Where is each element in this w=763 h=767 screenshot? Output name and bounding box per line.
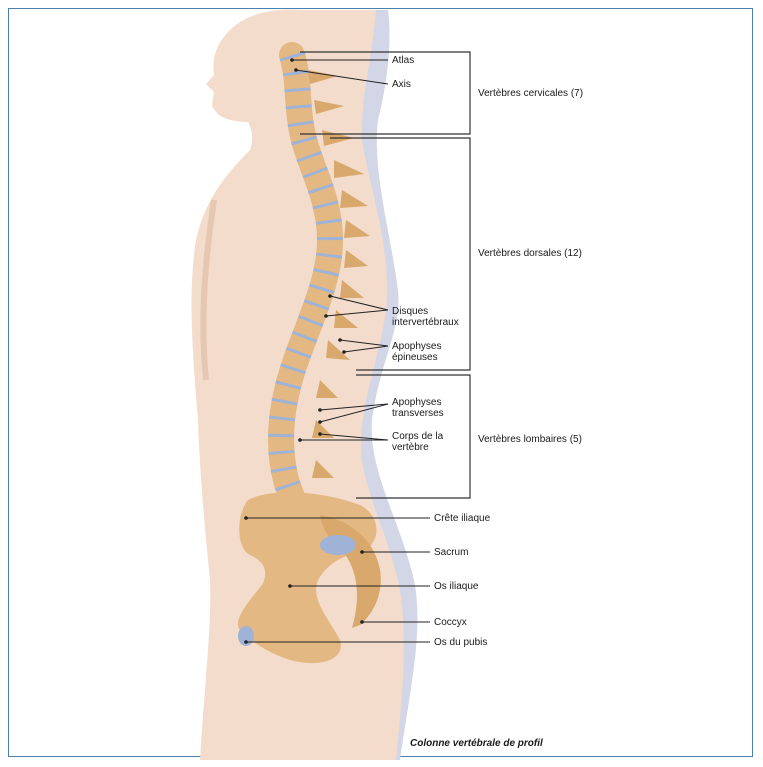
label-os-iliaque: Os iliaque — [434, 581, 479, 592]
bracket-lumbar — [356, 374, 471, 499]
label-crete-iliaque: Crête iliaque — [434, 513, 491, 524]
bracket-dorsal — [330, 137, 471, 371]
leader-dots — [244, 58, 364, 644]
bracket-cervical — [300, 51, 471, 135]
label-coccyx: Coccyx — [434, 617, 467, 628]
leader-lines — [246, 59, 430, 643]
arm-outline — [200, 199, 217, 381]
label-corps-vertebre: Corps de la vertèbre — [392, 431, 444, 453]
label-cervical: Vertèbres cervicales (7) — [478, 88, 584, 99]
label-disques: Disques intervertébraux — [392, 306, 459, 328]
label-lombaires: Vertèbres lombaires (5) — [478, 434, 582, 445]
figure-caption: Colonne vertébrale de profil — [410, 738, 543, 749]
label-atlas: Atlas — [392, 55, 415, 66]
label-os-pubis: Os du pubis — [434, 637, 488, 648]
label-axis: Axis — [392, 79, 411, 90]
label-apophyses-epineuses: Apophyses épineuses — [392, 341, 442, 363]
region-brackets — [300, 51, 471, 499]
label-apophyses-transverses: Apophyses transverses — [392, 397, 444, 419]
sacrum — [320, 515, 381, 628]
vertebral-column — [268, 42, 344, 538]
sacroiliac-joint — [320, 535, 356, 555]
label-dorsal: Vertèbres dorsales (12) — [478, 248, 582, 259]
pubic-symphysis — [238, 626, 254, 646]
label-sacrum: Sacrum — [434, 547, 469, 558]
